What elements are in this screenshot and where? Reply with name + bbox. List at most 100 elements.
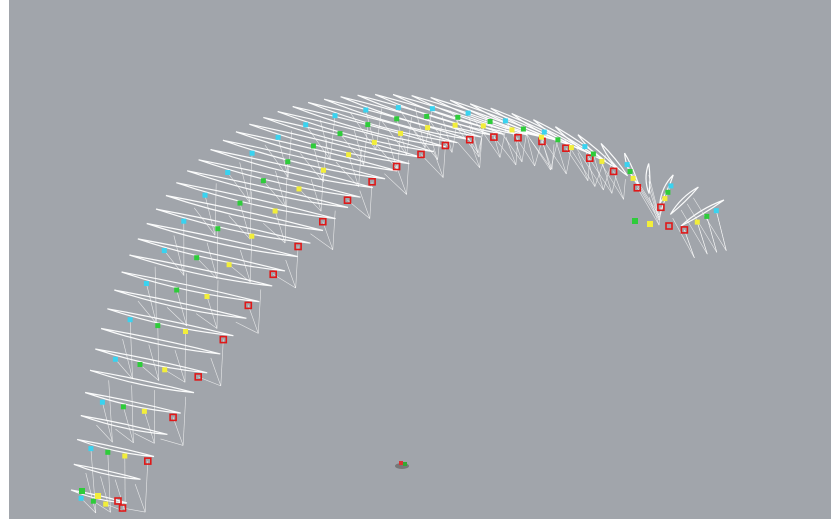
b-row-marker: [520, 126, 526, 132]
a-row-marker: [624, 162, 630, 168]
paraglider-wireframe-scene[interactable]: [9, 0, 831, 519]
d-row-marker: [269, 270, 278, 279]
rib-profile: [165, 194, 324, 232]
b-row-marker: [174, 287, 180, 293]
tip-riser-marker: [114, 497, 122, 505]
suspension-line: [469, 139, 480, 168]
suspension-line: [173, 235, 185, 276]
suspension-line: [457, 142, 480, 168]
c-row-marker: [694, 219, 700, 225]
d-row-marker: [490, 133, 498, 141]
suspension-line: [427, 127, 438, 160]
suspension-line: [102, 402, 113, 443]
suspension-line: [160, 438, 184, 446]
suspension-line: [432, 149, 444, 178]
c-row-marker: [568, 145, 574, 151]
suspension-line: [396, 166, 407, 195]
suspension-line: [601, 164, 624, 200]
rib-profile: [107, 308, 234, 337]
a-row-marker: [429, 106, 435, 112]
suspension-line: [93, 500, 111, 513]
c-row-marker: [296, 186, 302, 192]
suspension-line: [134, 483, 146, 513]
suspension-line: [277, 137, 289, 178]
suspension-line: [216, 280, 219, 329]
suspension-line: [139, 364, 159, 381]
c-row-marker: [141, 408, 147, 414]
a-row-marker: [541, 129, 547, 135]
suspension-line: [551, 144, 555, 170]
a-row-marker: [99, 399, 105, 405]
d-row-marker: [194, 373, 202, 381]
suspension-line: [493, 136, 517, 166]
b-row-marker: [337, 131, 343, 137]
suspension-line: [85, 472, 97, 514]
suspension-line: [184, 331, 186, 383]
rib-profile: [645, 163, 651, 194]
suspension-line: [623, 179, 626, 200]
a-row-marker: [395, 105, 401, 111]
rib-profile: [277, 111, 434, 153]
suspension-line: [648, 196, 660, 226]
suspension-line: [479, 137, 483, 168]
b-row-marker: [555, 137, 561, 143]
d-row-marker: [609, 167, 618, 176]
c-row-marker: [226, 262, 232, 268]
suspension-line: [601, 161, 613, 194]
suspension-line: [157, 325, 160, 381]
a-row-marker: [181, 218, 187, 224]
rib-profile: [249, 123, 410, 165]
viewport-background: [9, 0, 831, 519]
suspension-line: [206, 296, 218, 329]
b-row-marker: [105, 449, 111, 455]
rib-profile: [680, 199, 725, 227]
b-row-marker: [365, 122, 371, 128]
c-row-marker: [183, 329, 188, 334]
suspension-line: [131, 385, 134, 443]
d-row-marker: [244, 301, 253, 310]
b-row-marker: [424, 113, 430, 119]
suspension-line: [329, 115, 336, 160]
suspension-line: [684, 229, 695, 259]
tip-riser-marker: [95, 493, 101, 499]
suspension-line: [339, 133, 365, 165]
suspension-line: [248, 305, 259, 334]
d-row-marker: [368, 178, 376, 186]
a-row-marker: [363, 107, 369, 113]
rib-profile: [146, 222, 298, 258]
c-row-marker: [425, 125, 431, 131]
suspension-line: [310, 233, 333, 250]
3d-viewport[interactable]: [9, 0, 831, 519]
suspension-line: [680, 209, 708, 255]
axis-gizmo-icon[interactable]: [395, 461, 409, 469]
suspension-line: [144, 461, 149, 513]
c-row-marker: [452, 122, 458, 128]
suspension-line: [249, 153, 253, 203]
b-row-marker: [90, 498, 96, 504]
d-row-marker: [585, 154, 594, 162]
suspension-line: [515, 137, 519, 166]
a-row-marker: [161, 248, 167, 254]
suspension-line: [263, 180, 286, 207]
suspension-line: [196, 313, 218, 329]
suspension-line: [182, 396, 186, 446]
d-row-marker: [343, 196, 352, 204]
suspension-line: [566, 147, 572, 175]
suspension-line: [672, 218, 695, 259]
a-row-marker: [303, 122, 309, 128]
d-row-marker: [392, 162, 401, 171]
a-row-marker: [332, 113, 338, 119]
suspension-line: [437, 125, 442, 160]
rib-profile: [76, 438, 155, 458]
rib-profile: [155, 208, 311, 244]
suspension-line: [359, 190, 371, 219]
d-row-marker: [441, 141, 450, 150]
a-row-marker: [143, 281, 149, 286]
a-row-marker: [668, 183, 674, 189]
suspension-line: [511, 129, 523, 162]
c-row-marker: [371, 139, 377, 145]
rib-profile: [95, 348, 208, 374]
c-row-marker: [272, 208, 278, 214]
c-row-marker: [346, 152, 352, 158]
suspension-line: [100, 476, 111, 513]
